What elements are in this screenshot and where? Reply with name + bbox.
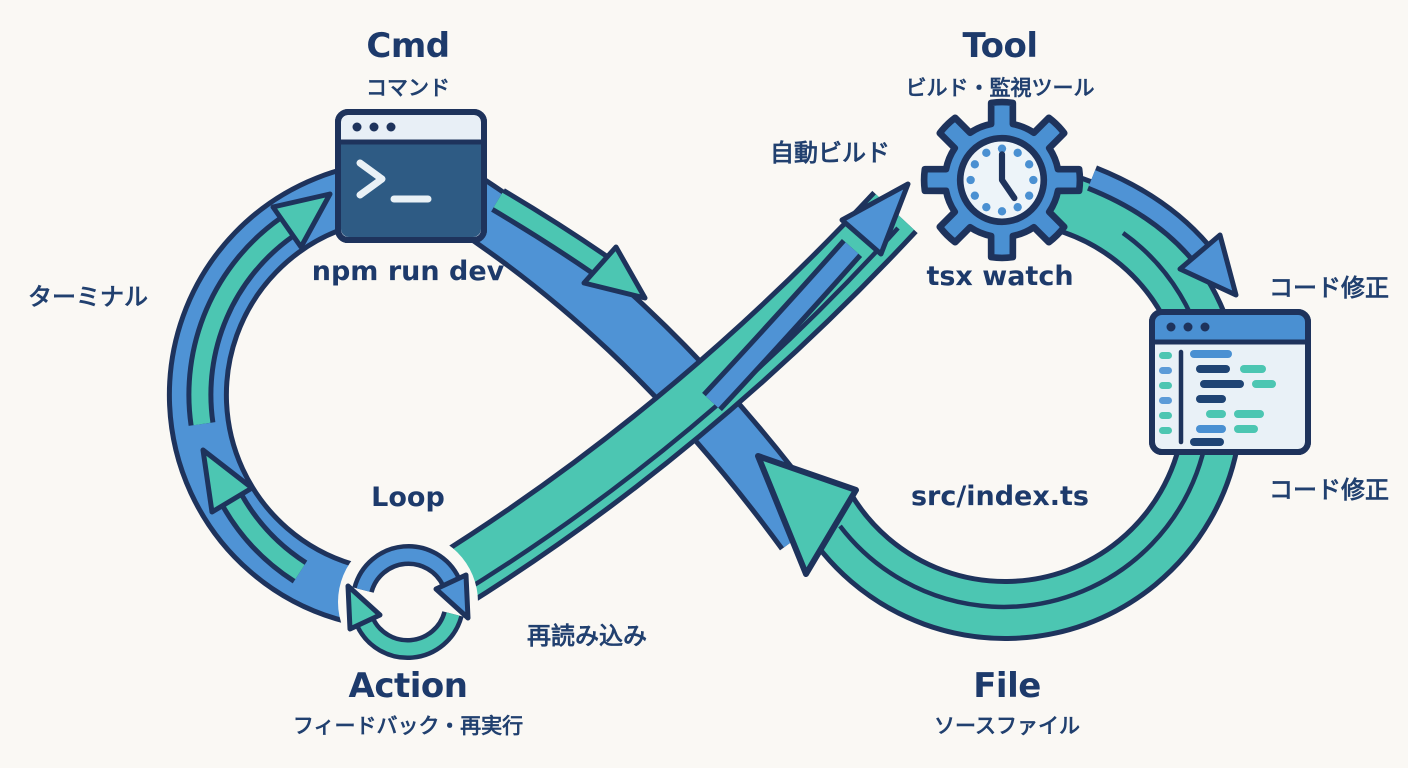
editor-line-number-dashes xyxy=(1159,352,1172,434)
terminal-window-icon xyxy=(335,109,487,243)
editor-code-lines xyxy=(1190,350,1276,446)
code-editor-icon xyxy=(1149,309,1311,455)
blue-flow-arrow-to-editor xyxy=(1086,165,1239,298)
file-subtitle: ソースファイル xyxy=(934,714,1080,738)
reload-edge-label: 再読み込み xyxy=(527,622,647,650)
cmd-title: Cmd xyxy=(366,26,450,66)
auto-build-edge-label: 自動ビルド xyxy=(770,139,890,167)
terminal-edge-label: ターミナル xyxy=(28,283,148,311)
teal-return-arrowhead xyxy=(755,453,859,577)
code-fix-bottom-edge-label: コード修正 xyxy=(1269,476,1389,504)
gear-clock-icon xyxy=(920,98,1084,262)
blue-flow-arrow-to-tool xyxy=(702,181,911,412)
code-fix-top-edge-label: コード修正 xyxy=(1269,274,1389,302)
refresh-loop-icon xyxy=(338,532,478,672)
action-subtitle: フィードバック・再実行 xyxy=(292,714,524,738)
tool-title: Tool xyxy=(962,26,1038,66)
cmd-command-label: npm run dev xyxy=(311,256,505,287)
tool-subtitle: ビルド・監視ツール xyxy=(905,76,1095,100)
file-title: File xyxy=(973,666,1041,706)
action-title: Action xyxy=(348,666,468,706)
clock-dots xyxy=(966,144,1038,216)
teal-flow-arrow-up-left xyxy=(200,447,308,584)
file-path-label: src/index.ts xyxy=(910,481,1090,512)
tool-command-label: tsx watch xyxy=(926,261,1074,292)
teal-flow-arrow-to-cmd xyxy=(186,191,333,426)
teal-flow-arrow-down-right xyxy=(491,188,648,301)
cmd-subtitle: コマンド xyxy=(366,76,450,100)
loop-label: Loop xyxy=(371,482,445,513)
